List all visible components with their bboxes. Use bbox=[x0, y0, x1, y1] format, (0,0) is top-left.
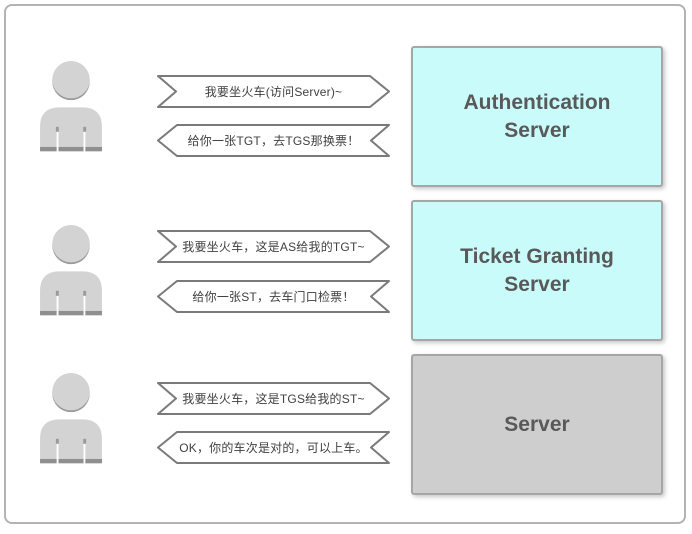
request-arrow-1-label: 我要坐火车(访问Server)~ bbox=[204, 85, 343, 99]
server-box-ticket-granting: Ticket Granting Server bbox=[411, 200, 663, 341]
response-arrow-2: 给你一张ST，去车门口检票！ bbox=[157, 280, 390, 313]
person-icon bbox=[40, 372, 102, 464]
request-arrow-1: 我要坐火车(访问Server)~ bbox=[157, 75, 390, 108]
right-chevron-icon bbox=[157, 75, 390, 108]
response-arrow-1: 给你一张TGT，去TGS那换票！ bbox=[157, 124, 390, 157]
response-arrow-2-label: 给你一张ST，去车门口检票！ bbox=[192, 290, 355, 304]
response-arrow-3-label: OK，你的车次是对的，可以上车。 bbox=[179, 441, 368, 455]
right-chevron-icon bbox=[157, 382, 390, 415]
left-chevron-icon bbox=[157, 124, 390, 157]
response-arrow-1-label: 给你一张TGT，去TGS那换票！ bbox=[187, 134, 360, 148]
request-arrow-2: 我要坐火车，这是AS给我的TGT~ bbox=[157, 230, 390, 263]
left-chevron-icon bbox=[157, 431, 390, 464]
server-box-server-label: Server bbox=[504, 412, 570, 436]
server-box-server: Server bbox=[411, 354, 663, 495]
server-box-ticket-granting-label: Ticket Granting Server bbox=[460, 244, 614, 296]
server-box-authentication: Authentication Server bbox=[411, 46, 663, 187]
person-icon bbox=[40, 224, 102, 316]
request-arrow-3-label: 我要坐火车，这是TGS给我的ST~ bbox=[182, 392, 365, 406]
request-arrow-2-label: 我要坐火车，这是AS给我的TGT~ bbox=[182, 240, 365, 254]
response-arrow-3: OK，你的车次是对的，可以上车。 bbox=[157, 431, 390, 464]
left-chevron-icon bbox=[157, 280, 390, 313]
right-chevron-icon bbox=[157, 230, 390, 263]
diagram-frame: 我要坐火车(访问Server)~ 给你一张TGT，去TGS那换票！ Authen… bbox=[4, 4, 686, 524]
server-box-authentication-label: Authentication Server bbox=[463, 90, 611, 142]
request-arrow-3: 我要坐火车，这是TGS给我的ST~ bbox=[157, 382, 390, 415]
person-icon bbox=[40, 60, 102, 152]
